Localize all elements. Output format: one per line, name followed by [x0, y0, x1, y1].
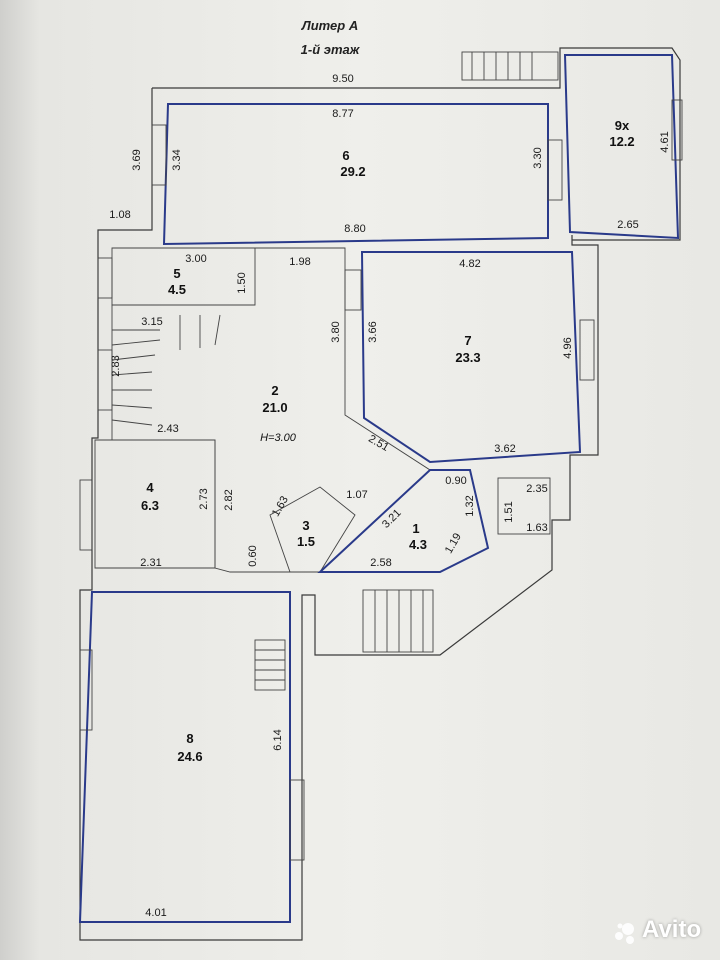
dim-label: 1.19	[443, 531, 464, 556]
dim-label: 3.00	[185, 253, 206, 265]
dim-label: 4.96	[562, 337, 574, 358]
dim-label: 2.82	[223, 489, 235, 510]
room-2-area: 21.0	[262, 400, 287, 415]
stairs-top	[461, 51, 559, 81]
plan-floor-label: 1-й этаж	[300, 42, 360, 57]
dim-label: 3.34	[171, 149, 183, 170]
dim-label: 4.82	[459, 258, 480, 270]
room-9x-area: 12.2	[609, 134, 634, 149]
room-4-area: 6.3	[141, 498, 159, 513]
dim-label: 1.32	[464, 495, 476, 516]
room-5-area: 4.5	[168, 282, 186, 297]
dim-label: 9.50	[332, 73, 353, 85]
dim-label: 2.35	[526, 483, 547, 495]
dim-label: 4.01	[145, 907, 166, 919]
dim-label: 3.69	[131, 149, 143, 170]
window-marks	[79, 99, 683, 861]
dim-label: 3.80	[330, 321, 342, 342]
room-8-outline	[78, 591, 291, 923]
room-2-number: 2	[271, 383, 278, 398]
dim-label: 2.83	[110, 355, 122, 376]
room-8-number: 8	[186, 731, 193, 746]
dim-label: 2.43	[157, 423, 178, 435]
stairs-left	[111, 314, 221, 426]
room-1-area: 4.3	[409, 537, 427, 552]
room-6-number: 6	[342, 148, 349, 163]
plan-title: Литер А	[301, 18, 359, 33]
room-5-number: 5	[173, 266, 180, 281]
dim-label: 4.61	[659, 131, 671, 152]
room-4-number: 4	[146, 480, 154, 495]
avito-logo-icon	[615, 923, 634, 944]
room-6-outline	[162, 103, 549, 246]
dim-label: 8.80	[344, 223, 365, 235]
room-3-outline	[269, 486, 356, 573]
room-7-area: 23.3	[455, 350, 480, 365]
room-6-area: 29.2	[340, 164, 365, 179]
dim-label: 6.14	[272, 729, 284, 750]
dim-label: 3.66	[367, 321, 379, 342]
dim-label: 2.51	[366, 433, 391, 454]
room-3-number: 3	[302, 518, 309, 533]
room-7-outline	[360, 251, 582, 464]
room-9x-outline	[563, 54, 680, 240]
dim-label: 3.21	[380, 507, 404, 531]
room-1-number: 1	[412, 521, 419, 536]
dim-label: 1.07	[346, 489, 367, 501]
room-7-number: 7	[464, 333, 471, 348]
dim-label: 3.30	[532, 147, 544, 168]
outer-wall-top	[152, 47, 681, 241]
stairs-bottom	[254, 477, 551, 691]
room-3-area: 1.5	[297, 534, 315, 549]
room-8-area: 24.6	[177, 749, 202, 764]
dim-label: 3.15	[141, 316, 162, 328]
dim-label: 1.51	[503, 501, 515, 522]
dim-label: 0.60	[247, 545, 259, 566]
room-1-outline	[317, 469, 490, 573]
dim-label: 2.58	[370, 557, 391, 569]
dim-label: 3.62	[494, 443, 515, 455]
outer-wall	[79, 88, 599, 941]
room-2-height-note: H=3.00	[260, 432, 297, 444]
dim-label: 1.63	[526, 522, 547, 534]
dim-label: 2.73	[198, 488, 210, 509]
dim-label: 8.77	[332, 108, 353, 120]
dim-label: 1.63	[270, 494, 291, 519]
dim-label: 1.50	[236, 272, 248, 293]
room-9x-number: 9x	[615, 118, 630, 133]
dim-label: 1.98	[289, 256, 310, 268]
dim-label: 1.08	[109, 209, 130, 221]
dim-label: 2.65	[617, 219, 638, 231]
avito-watermark: Avito	[642, 916, 702, 943]
dim-label: 0.90	[445, 475, 466, 487]
dim-label: 2.31	[140, 557, 161, 569]
